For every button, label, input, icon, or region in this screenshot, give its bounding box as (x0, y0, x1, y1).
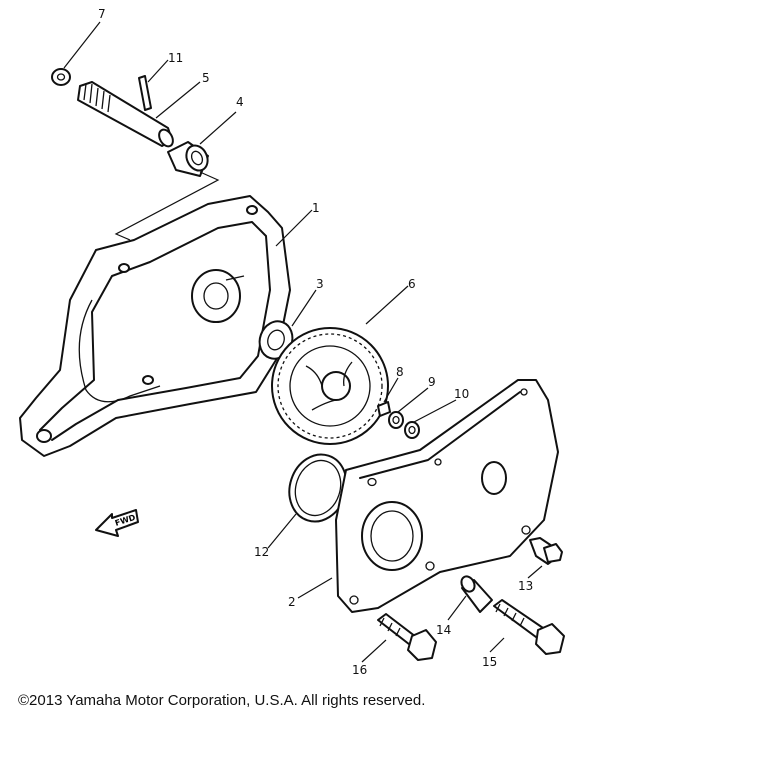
part-8-key (377, 401, 391, 417)
callout-14: 14 (436, 623, 451, 637)
part-2-cover (335, 379, 559, 613)
callout-6: 6 (408, 277, 416, 291)
callout-2: 2 (288, 595, 296, 609)
callout-labels: 7 11 5 4 1 3 6 8 9 10 12 2 13 14 15 16 (98, 7, 533, 677)
part-4-bushing (167, 141, 209, 177)
callout-16: 16 (352, 663, 367, 677)
callout-3: 3 (316, 277, 324, 291)
callout-8: 8 (396, 365, 404, 379)
part-14-dowel (460, 575, 493, 613)
leader-lines (63, 21, 543, 663)
callout-15: 15 (482, 655, 497, 669)
part-7-washer (51, 68, 71, 86)
callout-7: 7 (98, 7, 106, 21)
part-15-bolt (493, 599, 565, 655)
part-6-gear (271, 327, 389, 445)
callout-13: 13 (518, 579, 533, 593)
callout-9: 9 (428, 375, 436, 389)
front-direction-arrow: FWD (95, 509, 139, 537)
assembly-bracket (114, 171, 220, 241)
callout-10: 10 (454, 387, 469, 401)
callout-11: 11 (168, 51, 183, 65)
part-11-pin (138, 75, 152, 111)
part-9-washer (388, 411, 404, 429)
part-16-bolt (377, 613, 437, 661)
part-10-washer (404, 421, 420, 439)
callout-1: 1 (312, 201, 320, 215)
part-1-gear-case (19, 195, 291, 457)
callout-12: 12 (254, 545, 269, 559)
part-5-shaft (77, 81, 174, 148)
parts-diagram: FWD 7 11 5 4 1 3 6 8 9 10 12 2 13 14 15 (19, 7, 565, 677)
callout-5: 5 (202, 71, 210, 85)
part-13-bolt (529, 537, 563, 565)
callout-4: 4 (236, 95, 244, 109)
copyright-notice: ©2013 Yamaha Motor Corporation, U.S.A. A… (18, 692, 426, 709)
